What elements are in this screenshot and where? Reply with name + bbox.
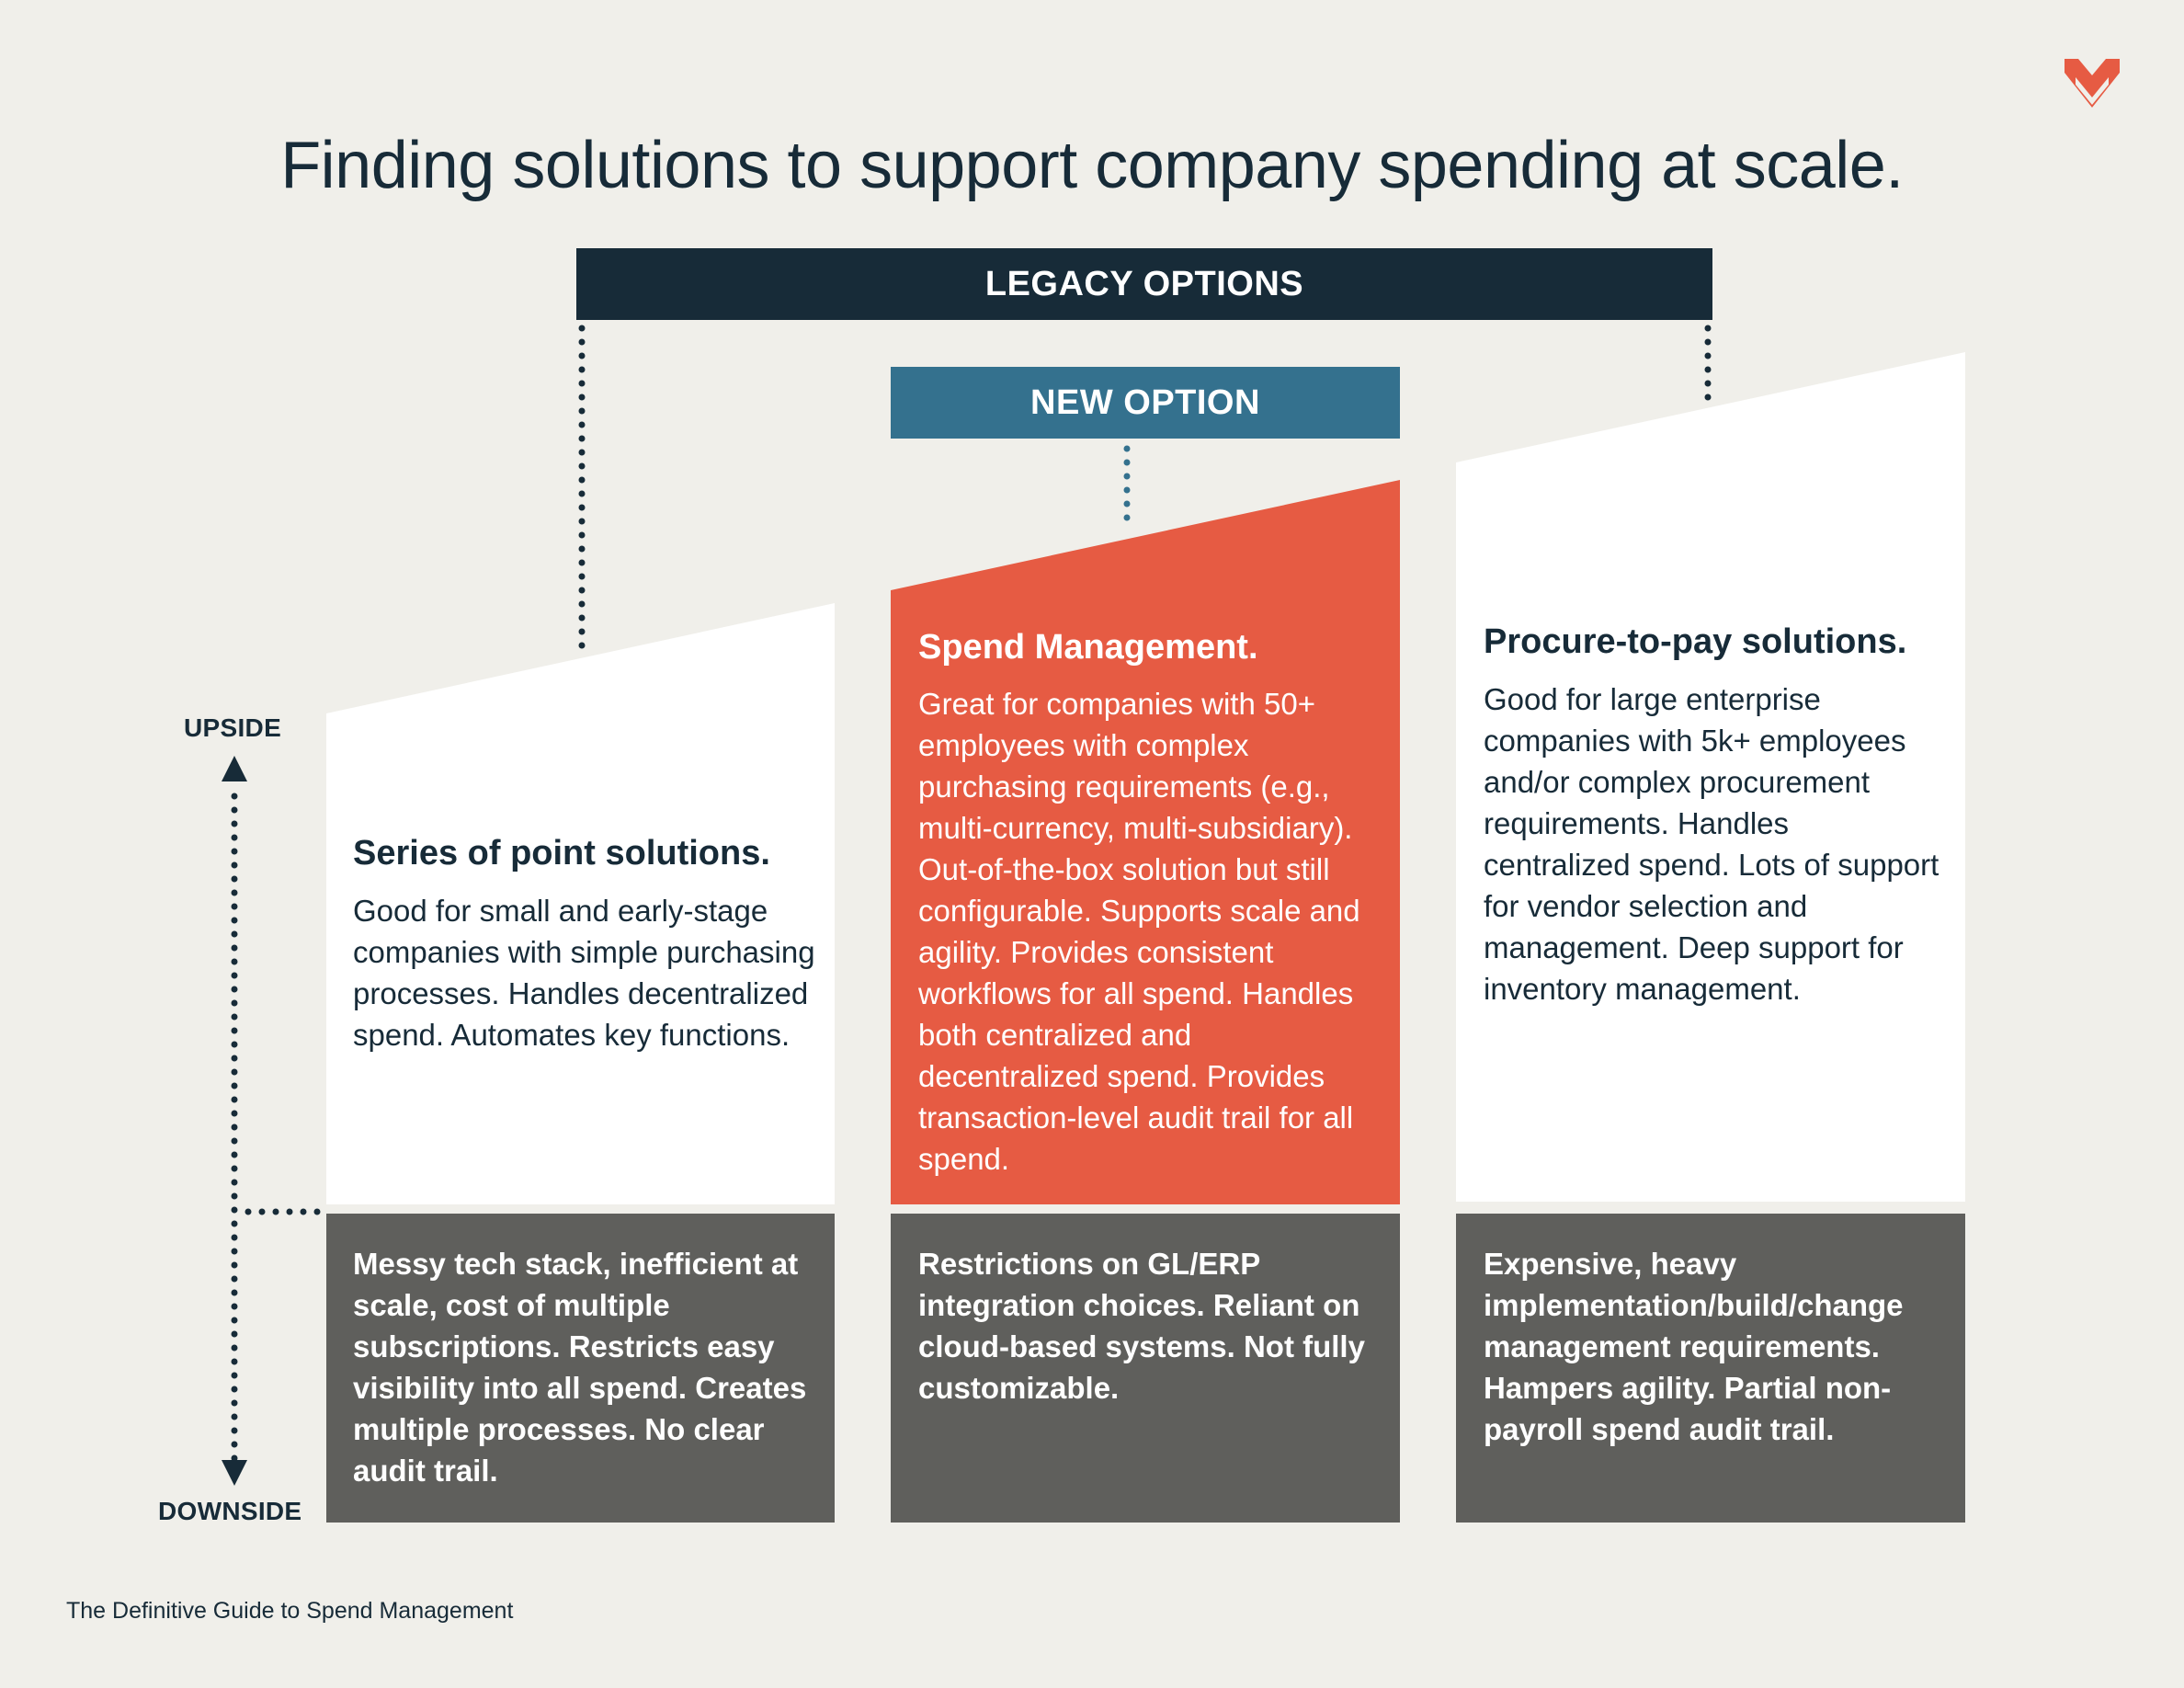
point-solutions-title: Series of point solutions.	[353, 834, 770, 873]
spend-management-downside-text: Restrictions on GL/ERP integration choic…	[918, 1247, 1365, 1405]
axis-arrow-up-icon	[222, 756, 247, 781]
new-option-banner: NEW OPTION	[891, 367, 1400, 439]
brand-logo-icon	[2065, 59, 2120, 108]
legacy-options-banner: LEGACY OPTIONS	[576, 248, 1712, 320]
downside-card-point-solutions	[326, 1214, 835, 1523]
upside-card-procure-to-pay	[1456, 352, 1965, 1202]
downside-card-spend-management	[891, 1214, 1400, 1523]
upside-card-spend-management	[891, 480, 1400, 1204]
spend-management-title: Spend Management.	[918, 628, 1258, 667]
procure-to-pay-downside-text: Expensive, heavy implementation/build/ch…	[1484, 1247, 1904, 1446]
procure-to-pay-title: Procure-to-pay solutions.	[1484, 622, 1907, 661]
procure-to-pay-upside-text: Good for large enterprise companies with…	[1484, 682, 1939, 1006]
spend-management-upside-text: Great for companies with 50+ employees w…	[918, 687, 1360, 1176]
upside-card-point-solutions	[326, 603, 835, 1204]
page-title: Finding solutions to support company spe…	[280, 129, 1904, 202]
footer-source: The Definitive Guide to Spend Management	[66, 1598, 514, 1624]
upside-label: UPSIDE	[184, 713, 282, 742]
axis-arrow-down-icon	[222, 1460, 247, 1486]
point-solutions-upside-text: Good for small and early-stage companies…	[353, 894, 815, 1052]
downside-card-procure-to-pay	[1456, 1214, 1965, 1523]
point-solutions-downside-text: Messy tech stack, inefficient at scale, …	[353, 1247, 807, 1488]
downside-label: DOWNSIDE	[158, 1497, 302, 1525]
